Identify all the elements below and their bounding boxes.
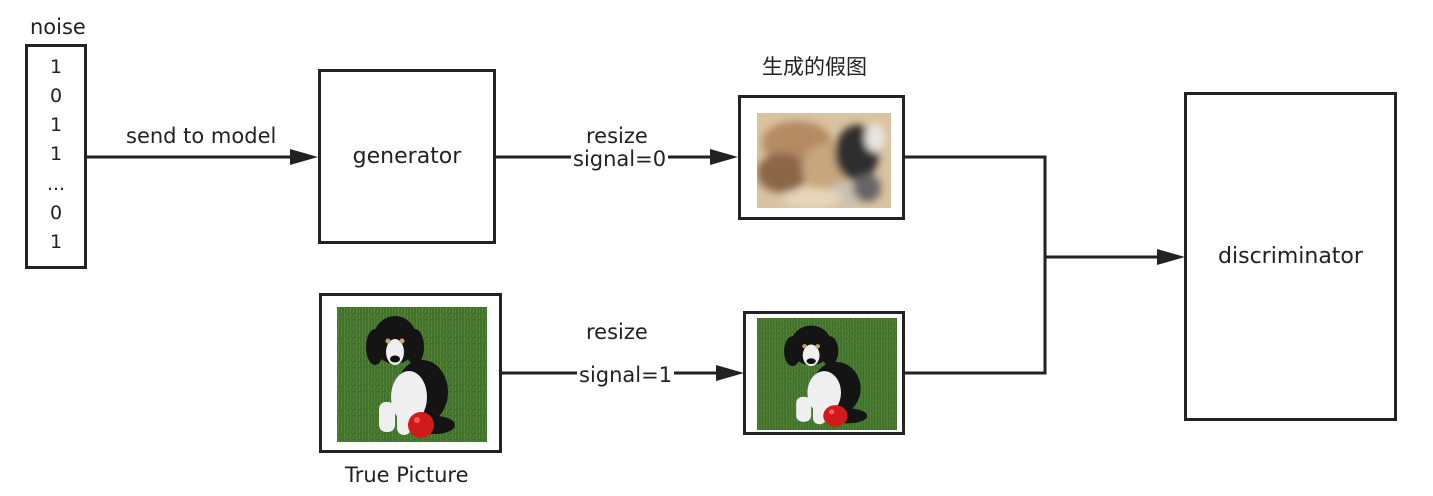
noise-bit: 1 bbox=[49, 114, 63, 137]
true-picture-title: True Picture bbox=[345, 463, 469, 487]
discriminator-label: discriminator bbox=[1218, 244, 1363, 269]
noise-bit: 1 bbox=[49, 143, 63, 166]
noise-bit: 1 bbox=[49, 56, 63, 78]
generator-box: generator bbox=[318, 69, 496, 244]
true-picture-frame bbox=[319, 293, 502, 453]
fake-image bbox=[757, 113, 891, 208]
resize-label-top: resize bbox=[586, 124, 648, 148]
true-picture-image bbox=[337, 307, 487, 442]
noise-bit: 0 bbox=[49, 201, 63, 224]
fake-image-frame bbox=[738, 95, 905, 220]
send-to-model-label: send to model bbox=[126, 124, 277, 148]
noise-title: noise bbox=[30, 15, 86, 39]
discriminator-box: discriminator bbox=[1184, 92, 1397, 421]
resize-label-bottom: resize bbox=[586, 320, 648, 344]
resized-picture-frame bbox=[743, 311, 905, 435]
noise-bit: 1 bbox=[49, 230, 63, 253]
fake-image-title: 生成的假图 bbox=[762, 55, 867, 79]
noise-bit: 0 bbox=[49, 85, 63, 108]
noise-vector: 1 0 1 1 ... 0 1 bbox=[25, 44, 87, 269]
signal-label-bottom: signal=1 bbox=[577, 363, 675, 387]
signal-label-top: signal=0 bbox=[571, 147, 669, 171]
line-fake-to-merge bbox=[904, 155, 1047, 375]
noise-ellipsis: ... bbox=[46, 172, 66, 195]
resized-picture-image bbox=[757, 318, 897, 430]
generator-label: generator bbox=[352, 144, 462, 169]
